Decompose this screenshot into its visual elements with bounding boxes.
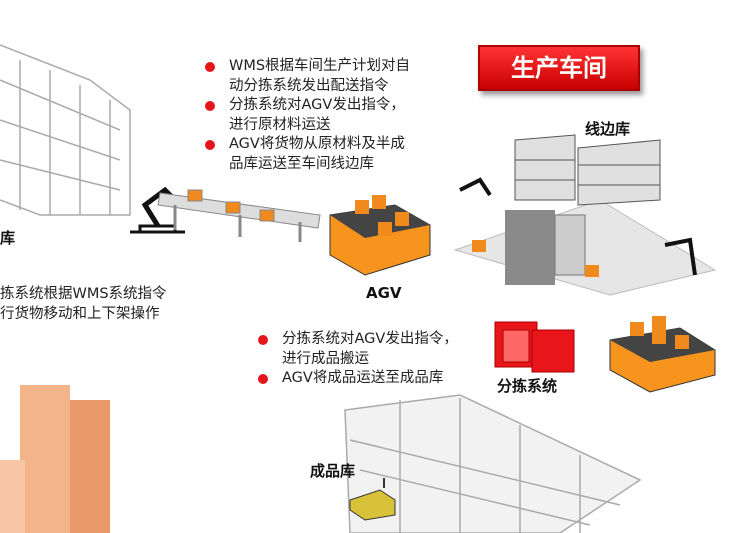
bullet-item: AGV将成品运送至成品库 [256, 369, 458, 389]
sorting-system-icon [494, 321, 575, 373]
agv-icon-2 [609, 316, 716, 393]
line-side-shelves [514, 134, 661, 206]
line-side-label: 线边库 [585, 120, 631, 138]
agv-label: AGV [366, 284, 402, 302]
wireless-device-icon [349, 478, 396, 521]
left-description: 拣系统根据WMS系统指令 行货物移动和上下架操作 [0, 284, 167, 324]
raw-material-warehouse [0, 44, 131, 216]
bullet-item: 分拣系统对AGV发出指令，进行成品搬运 [256, 330, 458, 369]
left-text-line: 拣系统根据WMS系统指令 [0, 286, 167, 302]
finished-goods-label: 成品库 [310, 462, 356, 480]
left-text-line: 行货物移动和上下架操作 [0, 306, 160, 322]
building-icon [0, 385, 110, 533]
workshop-floor [453, 177, 717, 296]
bottom-bullet-list: 分拣系统对AGV发出指令，进行成品搬运 AGV将成品运送至成品库 [256, 330, 458, 389]
bullet-item: WMS根据车间生产计划对自动分拣系统发出配送指令 [203, 57, 410, 96]
conveyor [157, 189, 321, 242]
warehouse-label-fragment: 库 [0, 229, 16, 247]
sorting-system-label: 分拣系统 [497, 377, 558, 395]
bullet-item: 分拣系统对AGV发出指令，进行原材料运送 [203, 96, 410, 135]
finished-goods-warehouse [344, 394, 642, 533]
agv-icon [329, 195, 431, 276]
workshop-title: 生产车间 [478, 45, 640, 91]
top-bullet-list: WMS根据车间生产计划对自动分拣系统发出配送指令 分拣系统对AGV发出指令，进行… [203, 57, 410, 174]
bullet-item: AGV将货物从原材料及半成品库运送至车间线边库 [203, 135, 410, 174]
